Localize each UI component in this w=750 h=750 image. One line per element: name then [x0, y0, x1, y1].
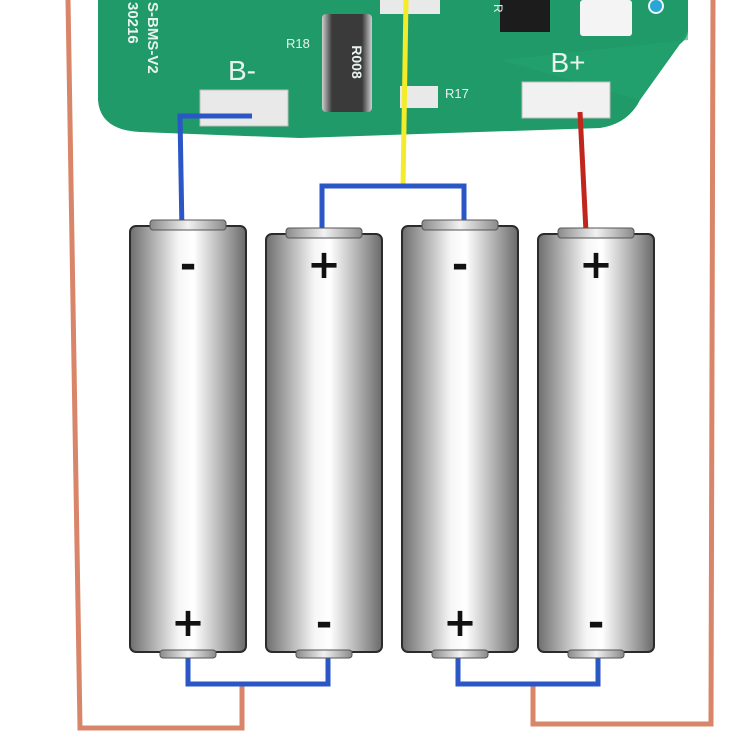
- battery-cell: - +: [401, 219, 519, 659]
- cell-bottom-polarity: -: [316, 600, 333, 646]
- battery-cells: - + + - - + + -: [129, 219, 655, 659]
- connector-white: [580, 0, 632, 36]
- yellow-wire-balance: [400, 0, 409, 189]
- cell-top-polarity: +: [579, 242, 613, 288]
- red-wire-b-plus: [577, 111, 589, 233]
- cell-bottom-polarity: -: [588, 600, 605, 646]
- battery-cell: + -: [265, 227, 383, 659]
- board-model-label: S-BMS-V2: [144, 2, 161, 74]
- r17-label: R17: [445, 86, 469, 101]
- mount-hole: [648, 0, 664, 14]
- b-plus-label: B+: [550, 47, 585, 78]
- chip-dark: [500, 0, 550, 32]
- board-code-label: 30216: [124, 2, 141, 44]
- r1-fragment-label: R: [491, 4, 505, 13]
- battery-cell: - +: [129, 219, 247, 659]
- cell-top-polarity: -: [452, 242, 469, 288]
- bottom-link-cell3-cell4: [455, 650, 601, 687]
- battery-cell: + -: [537, 227, 655, 659]
- top-link-cell2-cell3: [319, 183, 467, 232]
- cell-top-polarity: -: [180, 242, 197, 288]
- top-pad-left: [380, 0, 440, 14]
- copper-frame-wire-right: [530, 0, 716, 727]
- resistor-r008: R008: [322, 14, 372, 112]
- copper-frame-wire: [65, 0, 245, 731]
- resistor-code: R008: [349, 45, 365, 79]
- r18-label: R18: [286, 36, 310, 51]
- cell-bottom-polarity: +: [171, 600, 205, 646]
- cell-top-polarity: +: [307, 242, 341, 288]
- b-minus-label: B-: [228, 55, 256, 86]
- b-minus-pad: [199, 89, 289, 127]
- bottom-link-cell1-cell2: [185, 650, 331, 687]
- bms-pcb-board: R008 B- B+ R18 R17 R S-BMS-V2 30216: [98, 0, 688, 138]
- pad-r17: [400, 86, 438, 108]
- cell-bottom-polarity: +: [443, 600, 477, 646]
- b-plus-pad: [521, 81, 611, 119]
- blue-wire-b-minus: [177, 113, 252, 233]
